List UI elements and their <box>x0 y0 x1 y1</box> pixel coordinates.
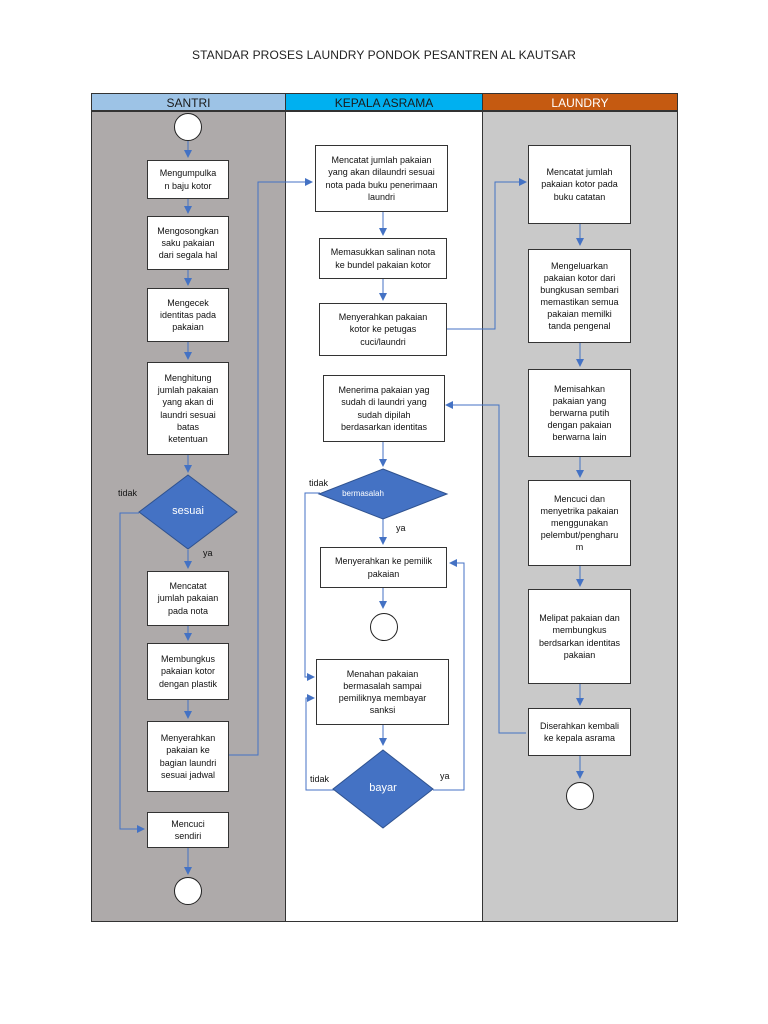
start-terminator-santri <box>174 113 202 141</box>
santri-step-mencuci-sendiri: Mencuci sendiri <box>147 812 229 848</box>
decision-bayar-shape <box>332 749 434 829</box>
laundry-step-mencatat: Mencatat jumlah pakaian kotor pada buku … <box>528 145 631 224</box>
diagram-title: STANDAR PROSES LAUNDRY PONDOK PESANTREN … <box>192 48 576 62</box>
santri-step-menghitung: Menghitung jumlah pakaian yang akan di l… <box>147 362 229 455</box>
santri-step-menyerahkan: Menyerahkan pakaian ke bagian laundri se… <box>147 721 229 792</box>
decision-bayar-yes-label: ya <box>440 771 450 781</box>
lane-header-kepala-asrama: KEPALA ASRAMA <box>285 93 483 111</box>
decision-sesuai-shape <box>138 474 238 550</box>
end-terminator-kepala <box>370 613 398 641</box>
santri-step-membungkus: Membungkus pakaian kotor dengan plastik <box>147 643 229 700</box>
santri-step-mengumpulkan: Mengumpulka n baju kotor <box>147 160 229 199</box>
decision-bermasalah-label: bermasalah <box>342 489 384 498</box>
decision-sesuai-yes-label: ya <box>203 548 213 558</box>
decision-bayar-label: bayar <box>369 782 397 794</box>
decision-sesuai-no-label: tidak <box>118 488 138 498</box>
decision-bermasalah-yes-label: ya <box>396 523 406 533</box>
end-terminator-laundry <box>566 782 594 810</box>
decision-bermasalah-shape <box>317 468 449 520</box>
kepala-step-menerima: Menerima pakaian yag sudah di laundri ya… <box>323 375 445 442</box>
arrow-kepala-to-laundry <box>447 178 527 330</box>
end-terminator-santri <box>174 877 202 905</box>
laundry-step-melipat: Melipat pakaian dan membungkus berdsarka… <box>528 589 631 684</box>
decision-sesuai-label: sesuai <box>172 505 204 517</box>
laundry-step-diserahkan: Diserahkan kembali ke kepala asrama <box>528 708 631 756</box>
kepala-step-mencatat: Mencatat jumlah pakaian yang akan dilaun… <box>315 145 448 212</box>
laundry-step-mencuci: Mencuci dan menyetrika pakaian menggunak… <box>528 480 631 566</box>
arrow-santri-to-kepala <box>229 178 313 756</box>
santri-step-mengosongkan: Mengosongkan saku pakaian dari segala ha… <box>147 216 229 270</box>
lane-header-santri: SANTRI <box>91 93 286 111</box>
santri-step-mencatat: Mencatat jumlah pakaian pada nota <box>147 571 229 626</box>
decision-bermasalah-no-label: tidak <box>309 478 329 488</box>
santri-step-mengecek: Mengecek identitas pada pakaian <box>147 288 229 342</box>
arrow-decision1-no-to-k6 <box>304 492 320 681</box>
arrow-decision-no-to-mencuci <box>119 512 145 833</box>
arrow-decision2-no-loop <box>305 694 334 791</box>
laundry-step-mengeluarkan: Mengeluarkan pakaian kotor dari bungkusa… <box>528 249 631 343</box>
arrow-laundry-to-kepala <box>445 401 526 734</box>
decision-bayar-no-label: tidak <box>310 774 330 784</box>
kepala-step-memasukkan: Memasukkan salinan nota ke bundel pakaia… <box>319 238 447 279</box>
lane-header-laundry: LAUNDRY <box>482 93 678 111</box>
kepala-step-menyerahkan-petugas: Menyerahkan pakaian kotor ke petugas cuc… <box>319 303 447 356</box>
laundry-step-memisahkan: Memisahkan pakaian yang berwarna putih d… <box>528 369 631 457</box>
arrow-decision2-yes-to-k5 <box>433 559 465 791</box>
kepala-step-menyerahkan-pemilik: Menyerahkan ke pemilik pakaian <box>320 547 447 588</box>
kepala-step-menahan: Menahan pakaian bermasalah sampai pemili… <box>316 659 449 725</box>
